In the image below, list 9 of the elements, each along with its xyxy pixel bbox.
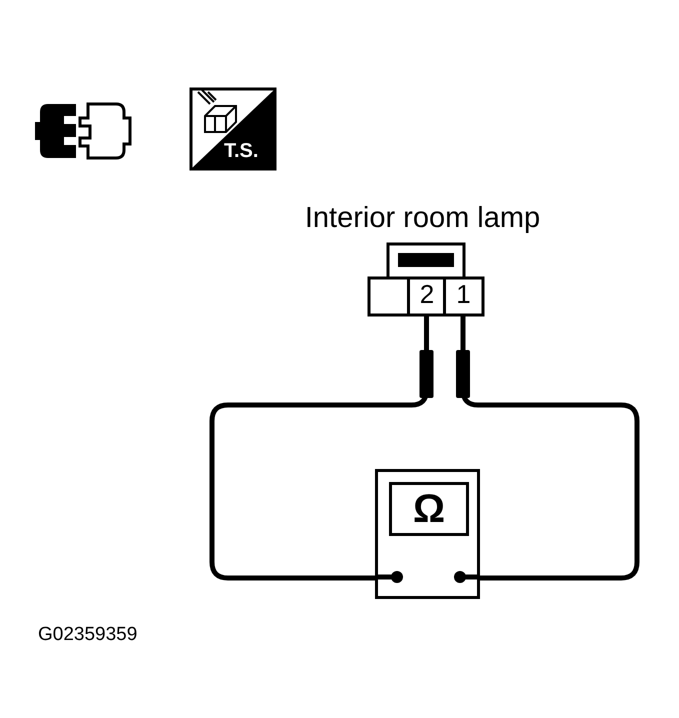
- test-lead: [460, 315, 640, 580]
- test-lead: [210, 315, 429, 580]
- connector-heading: Interior room lamp: [304, 201, 542, 236]
- ohmmeter: [375, 469, 480, 599]
- figure-code: G02359359: [38, 624, 138, 646]
- meter-display: Ω: [389, 482, 469, 536]
- pin-number: 1: [443, 277, 481, 315]
- icon-label: T.S.: [224, 139, 258, 163]
- pin-number: 2: [407, 277, 444, 315]
